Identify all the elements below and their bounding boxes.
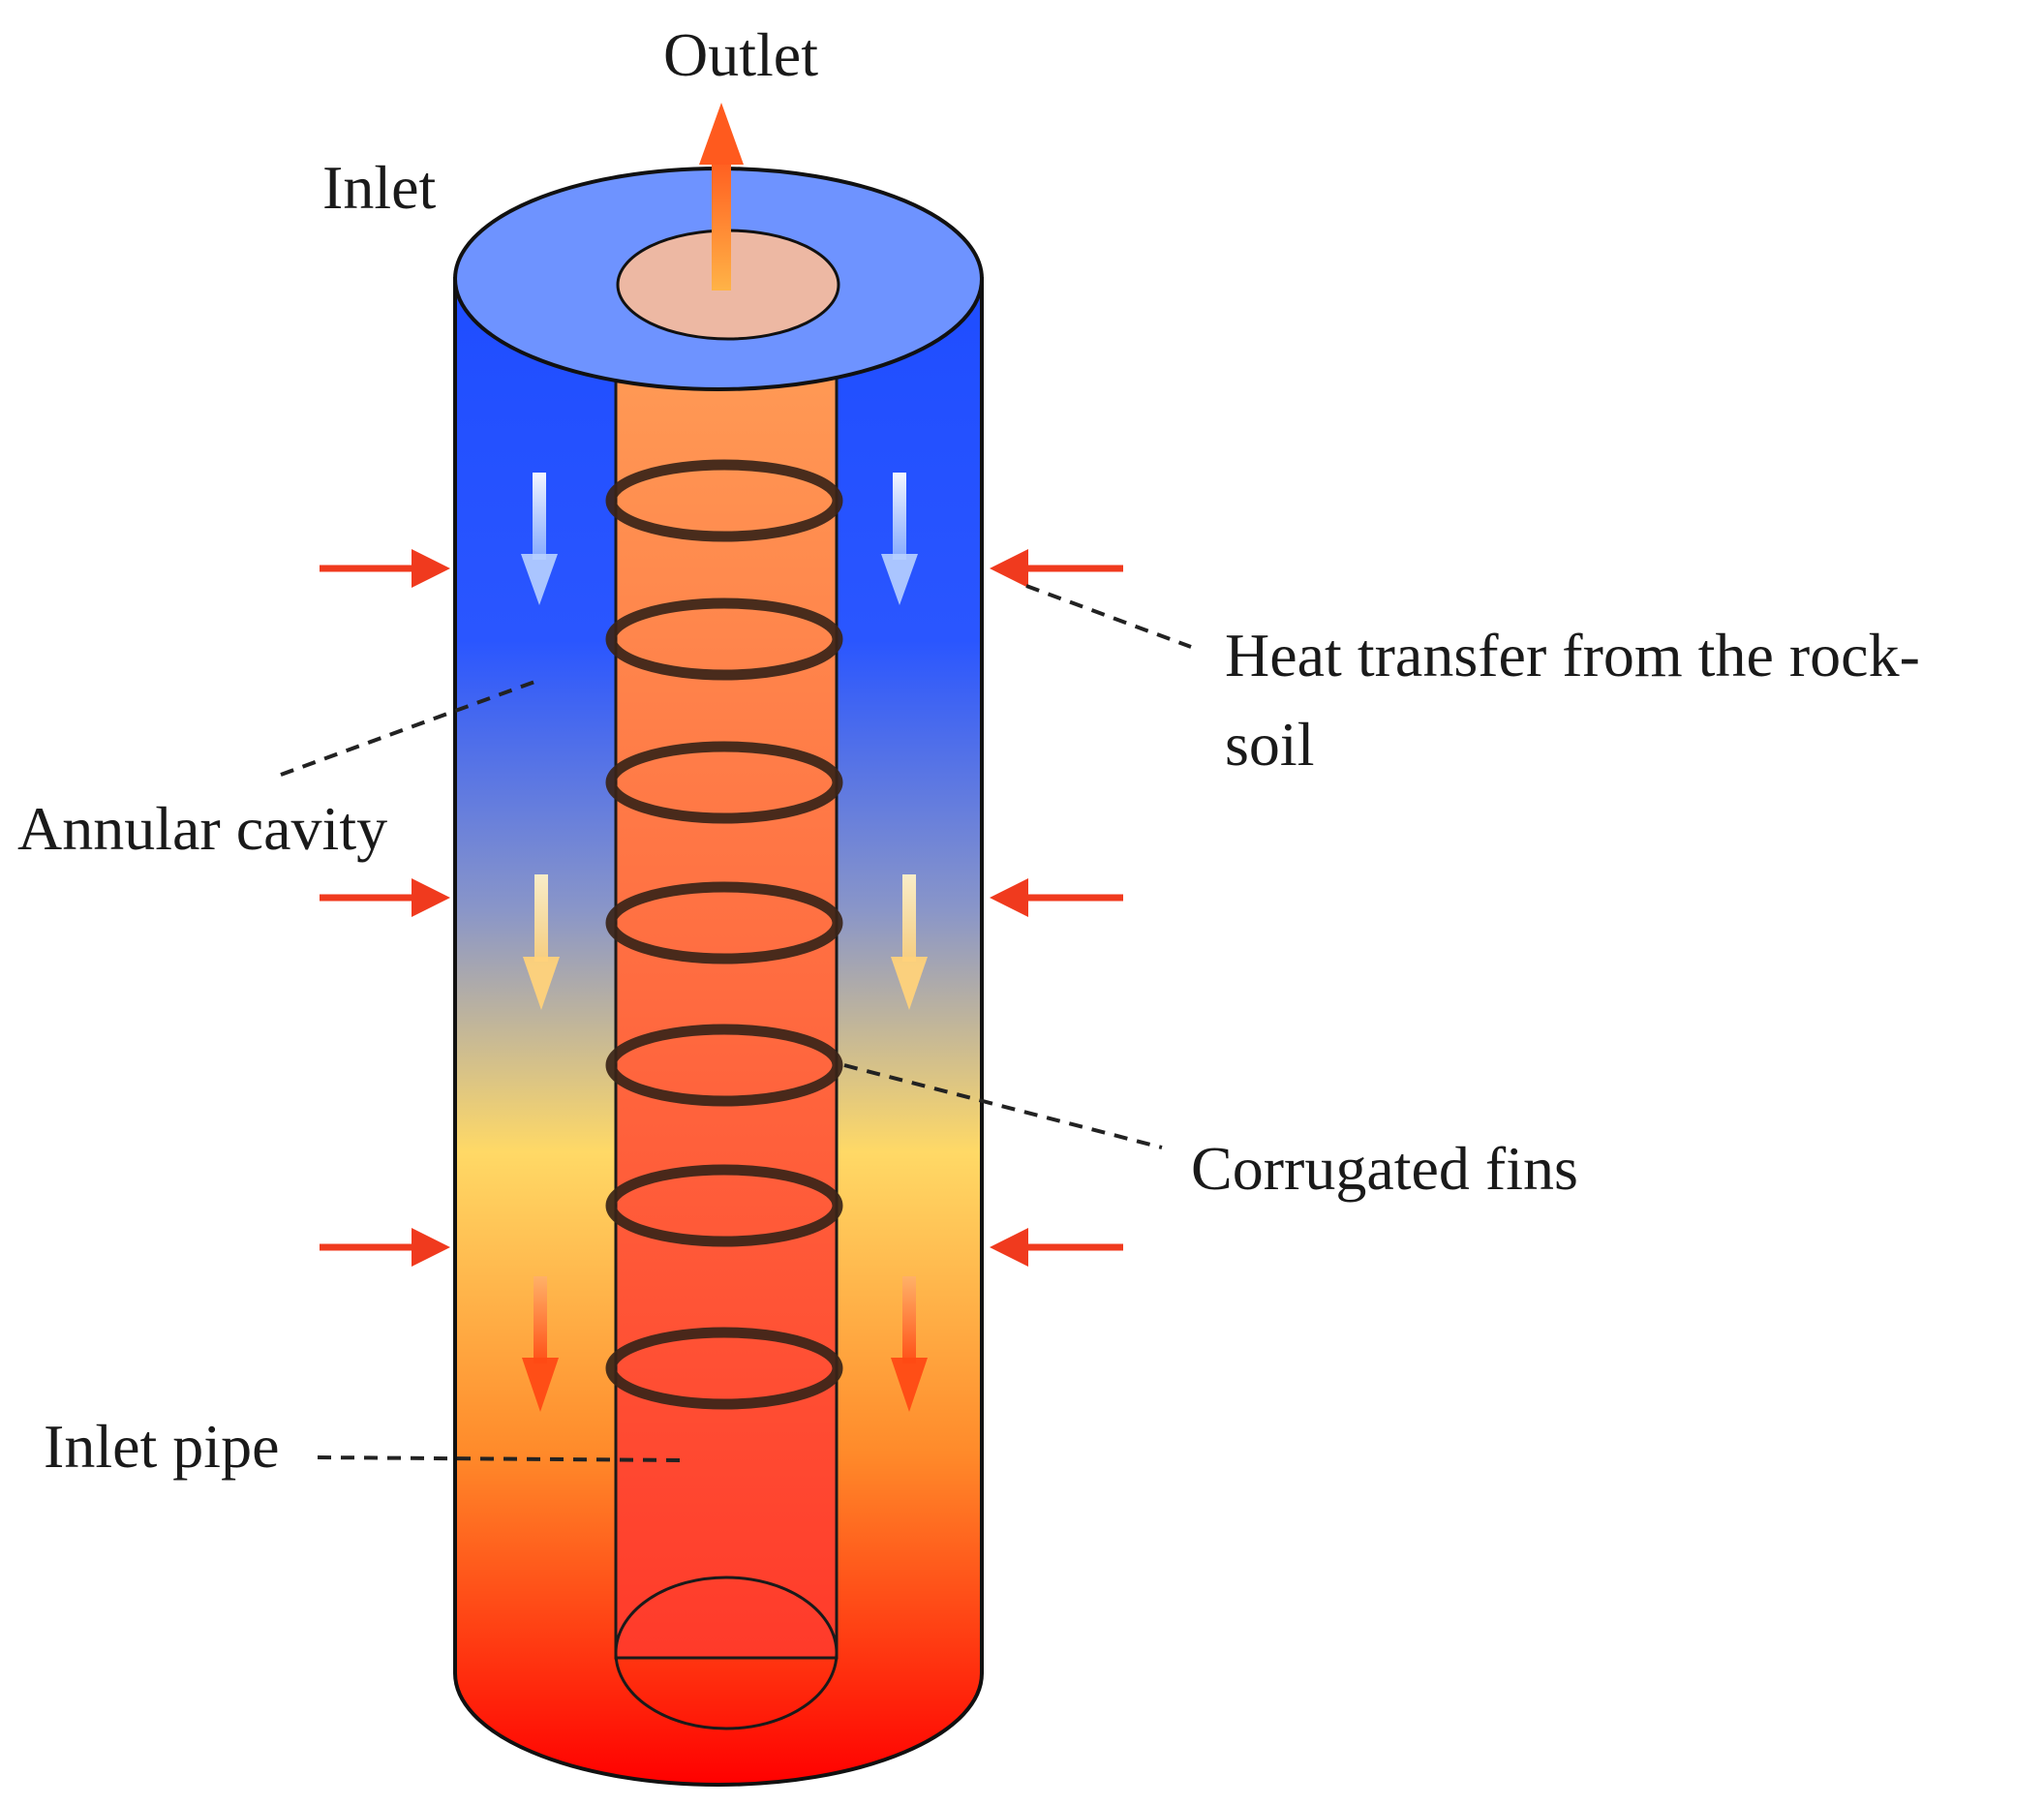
arrow-left-icon — [990, 878, 1123, 917]
leader-heat-transfer — [1025, 584, 1192, 649]
leader-lines — [280, 584, 1192, 1462]
arrow-down-icon — [891, 874, 928, 1010]
arrow-down-icon — [521, 473, 558, 605]
heat-transfer-label-line2: soil — [1225, 710, 1314, 779]
inner-pipe-bottom-rim — [614, 1576, 839, 1730]
flow-arrows — [521, 473, 928, 1412]
arrow-down-icon — [523, 874, 560, 1010]
fin-ring — [605, 1024, 843, 1107]
fin-ring — [605, 459, 843, 542]
corrugated-fins — [605, 459, 843, 1410]
arrow-right-icon — [320, 549, 450, 588]
inner-pipe — [614, 358, 839, 1730]
corrugated-fins-label: Corrugated fins — [1191, 1134, 1578, 1203]
inlet-label: Inlet — [322, 153, 437, 222]
inner-pipe-body — [614, 358, 839, 1660]
arrow-down-icon — [522, 1276, 559, 1412]
fin-ring — [605, 1327, 843, 1410]
arrow-right-icon — [320, 878, 450, 917]
fin-ring — [605, 741, 843, 824]
arrow-down-icon — [881, 473, 918, 605]
arrow-down-icon — [891, 1276, 928, 1412]
inlet-pipe-label: Inlet pipe — [44, 1412, 279, 1481]
arrow-right-icon — [320, 1228, 450, 1267]
arrow-left-icon — [990, 1228, 1123, 1267]
outlet-label: Outlet — [663, 20, 818, 89]
annular-cavity-label: Annular cavity — [17, 794, 387, 863]
leader-inlet-pipe — [317, 1455, 684, 1462]
labels: Outlet Inlet Heat transfer from the rock… — [17, 20, 1920, 1481]
fin-ring — [605, 881, 843, 964]
arrow-left-icon — [990, 549, 1123, 588]
arrow-up-icon — [699, 103, 744, 291]
heat-arrows — [320, 549, 1123, 1267]
leader-corrugated-fins — [843, 1063, 1163, 1149]
fin-ring — [605, 597, 843, 681]
heat-transfer-label-line1: Heat transfer from the rock- — [1225, 621, 1920, 689]
fin-ring — [605, 1164, 843, 1247]
